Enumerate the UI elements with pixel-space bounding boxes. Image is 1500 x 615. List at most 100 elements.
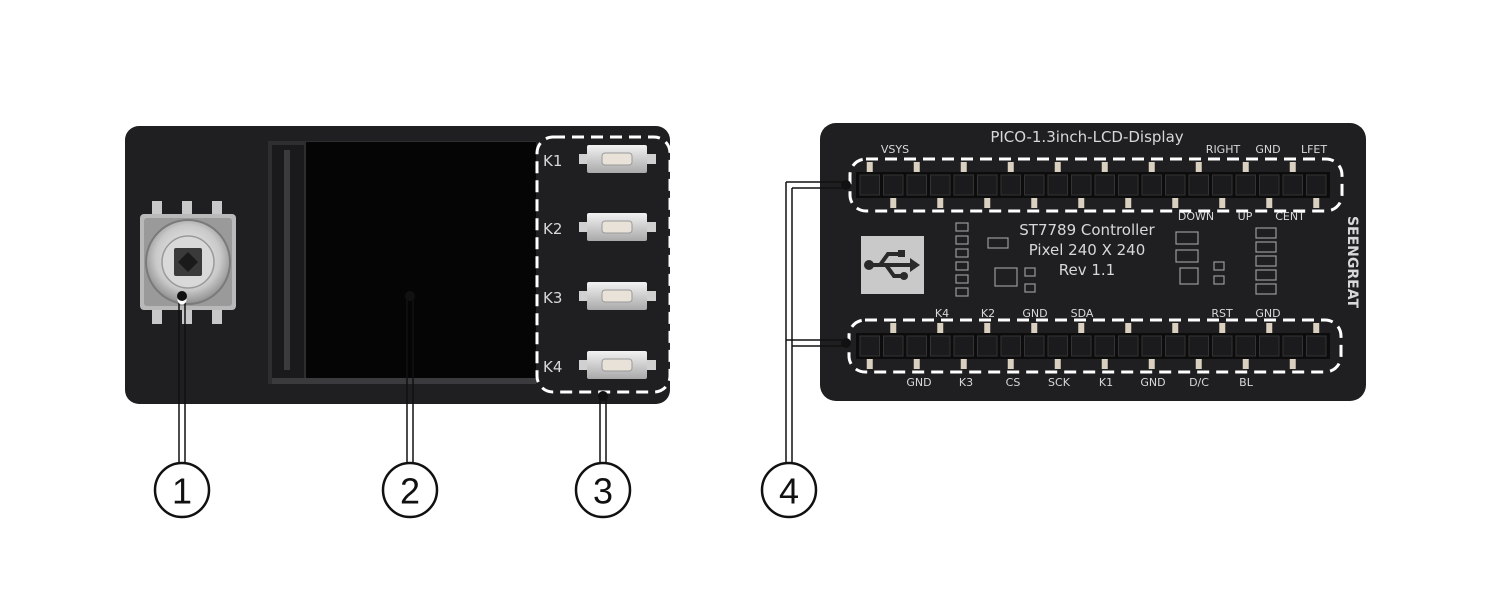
header-socket (1165, 335, 1186, 357)
header-pin-lead (890, 323, 897, 333)
header-socket (1118, 174, 1139, 196)
header-pin-lead (1313, 198, 1320, 208)
header-pin-lead (1007, 359, 1014, 369)
header-pin-lead (1313, 323, 1320, 333)
header-pin-lead (1125, 323, 1132, 333)
header-pin-lead (1054, 162, 1061, 172)
board-title: PICO-1.3inch-LCD-Display (990, 128, 1183, 146)
header-socket (906, 174, 927, 196)
callouts: 1 2 3 4 (153, 180, 851, 519)
pin-label-cs: CS (1006, 376, 1021, 389)
pin-label-lfet: LFET (1301, 143, 1327, 156)
header-socket (977, 335, 998, 357)
header-pin-lead (1054, 359, 1061, 369)
usb-logo (861, 236, 924, 294)
header-pin-lead (1289, 162, 1296, 172)
header-socket (1141, 335, 1162, 357)
header-socket (1071, 335, 1092, 357)
key-button-k1: K1 (543, 145, 656, 173)
top-pin-header (856, 162, 1330, 208)
header-socket (1188, 335, 1209, 357)
usb-icon (864, 250, 920, 280)
header-socket (1188, 174, 1209, 196)
key-button-k4: K4 (543, 351, 656, 379)
pin-label-down: DOWN (1178, 210, 1214, 223)
header-socket (930, 174, 951, 196)
header-body (856, 333, 1330, 359)
header-pin-lead (1031, 198, 1038, 208)
header-socket (1259, 174, 1280, 196)
key-label-k3: K3 (543, 289, 562, 307)
bottom-pin-header (856, 323, 1330, 369)
key-label-k4: K4 (543, 358, 562, 376)
controller-line-1: ST7789 Controller (1019, 221, 1155, 239)
header-pin-lead (1148, 162, 1155, 172)
header-socket (1235, 174, 1256, 196)
header-pin-lead (1007, 162, 1014, 172)
header-pin-lead (1266, 198, 1273, 208)
header-pin-lead (866, 162, 873, 172)
controller-line-2: Pixel 240 X 240 (1029, 241, 1146, 259)
header-socket (1024, 174, 1045, 196)
pin-label-gnd-b1: GND (906, 376, 931, 389)
header-pin-lead (913, 359, 920, 369)
header-pin-lead (1195, 359, 1202, 369)
header-pin-lead (1078, 198, 1085, 208)
header-socket (883, 335, 904, 357)
key-buttons: K1 K2 K3 K4 (543, 145, 656, 379)
pin-label-bl: BL (1239, 376, 1254, 389)
pin-label-dc: D/C (1189, 376, 1209, 389)
header-body (856, 172, 1330, 198)
header-socket (1047, 174, 1068, 196)
pin-label-gnd-b2: GND (1140, 376, 1165, 389)
brand-label: SEENGREAT (1344, 216, 1360, 309)
header-socket (859, 174, 880, 196)
callout-2: 2 (381, 461, 439, 519)
header-socket (1165, 174, 1186, 196)
header-pin-lead (1242, 162, 1249, 172)
header-socket (1024, 335, 1045, 357)
callout-1: 1 (153, 461, 211, 519)
header-pin-lead (1148, 359, 1155, 369)
header-pin-lead (1266, 323, 1273, 333)
pin-label-gnd-mid2: GND (1255, 307, 1280, 320)
pin-label-gnd-top: GND (1255, 143, 1280, 156)
header-pin-lead (913, 162, 920, 172)
header-pin-lead (866, 359, 873, 369)
header-pin-lead (1195, 162, 1202, 172)
pin-label-cent: CENT (1275, 210, 1305, 223)
header-socket (1000, 335, 1021, 357)
callout-2-number: 2 (400, 471, 420, 512)
pin-label-sck: SCK (1048, 376, 1071, 389)
header-pin-lead (984, 198, 991, 208)
header-socket (1282, 174, 1303, 196)
header-pin-lead (1242, 359, 1249, 369)
front-board: K1 K2 K3 K4 (125, 126, 672, 404)
pin-label-sda: SDA (1071, 307, 1094, 320)
pin-label-vsys: VSYS (881, 143, 909, 156)
header-socket (1212, 174, 1233, 196)
callout-1-number: 1 (172, 471, 192, 512)
header-socket (1212, 335, 1233, 357)
header-pin-lead (937, 323, 944, 333)
header-pin-lead (1078, 323, 1085, 333)
key-button-k2: K2 (543, 213, 656, 241)
pin-label-k2: K2 (981, 307, 995, 320)
back-board: PICO-1.3inch-LCD-Display VSYS RIGHT GND … (820, 123, 1366, 401)
header-pin-lead (960, 162, 967, 172)
header-pin-lead (960, 359, 967, 369)
header-pin-lead (1101, 162, 1108, 172)
header-socket (1094, 174, 1115, 196)
controller-line-3: Rev 1.1 (1059, 261, 1115, 279)
header-socket (953, 335, 974, 357)
callout-4: 4 (760, 461, 818, 519)
header-socket (977, 174, 998, 196)
pin-label-k4: K4 (935, 307, 949, 320)
header-socket (930, 335, 951, 357)
header-socket (1141, 174, 1162, 196)
header-socket (1306, 174, 1327, 196)
header-socket (883, 174, 904, 196)
smd-components (955, 222, 1277, 297)
pin-label-up: UP (1238, 210, 1253, 223)
